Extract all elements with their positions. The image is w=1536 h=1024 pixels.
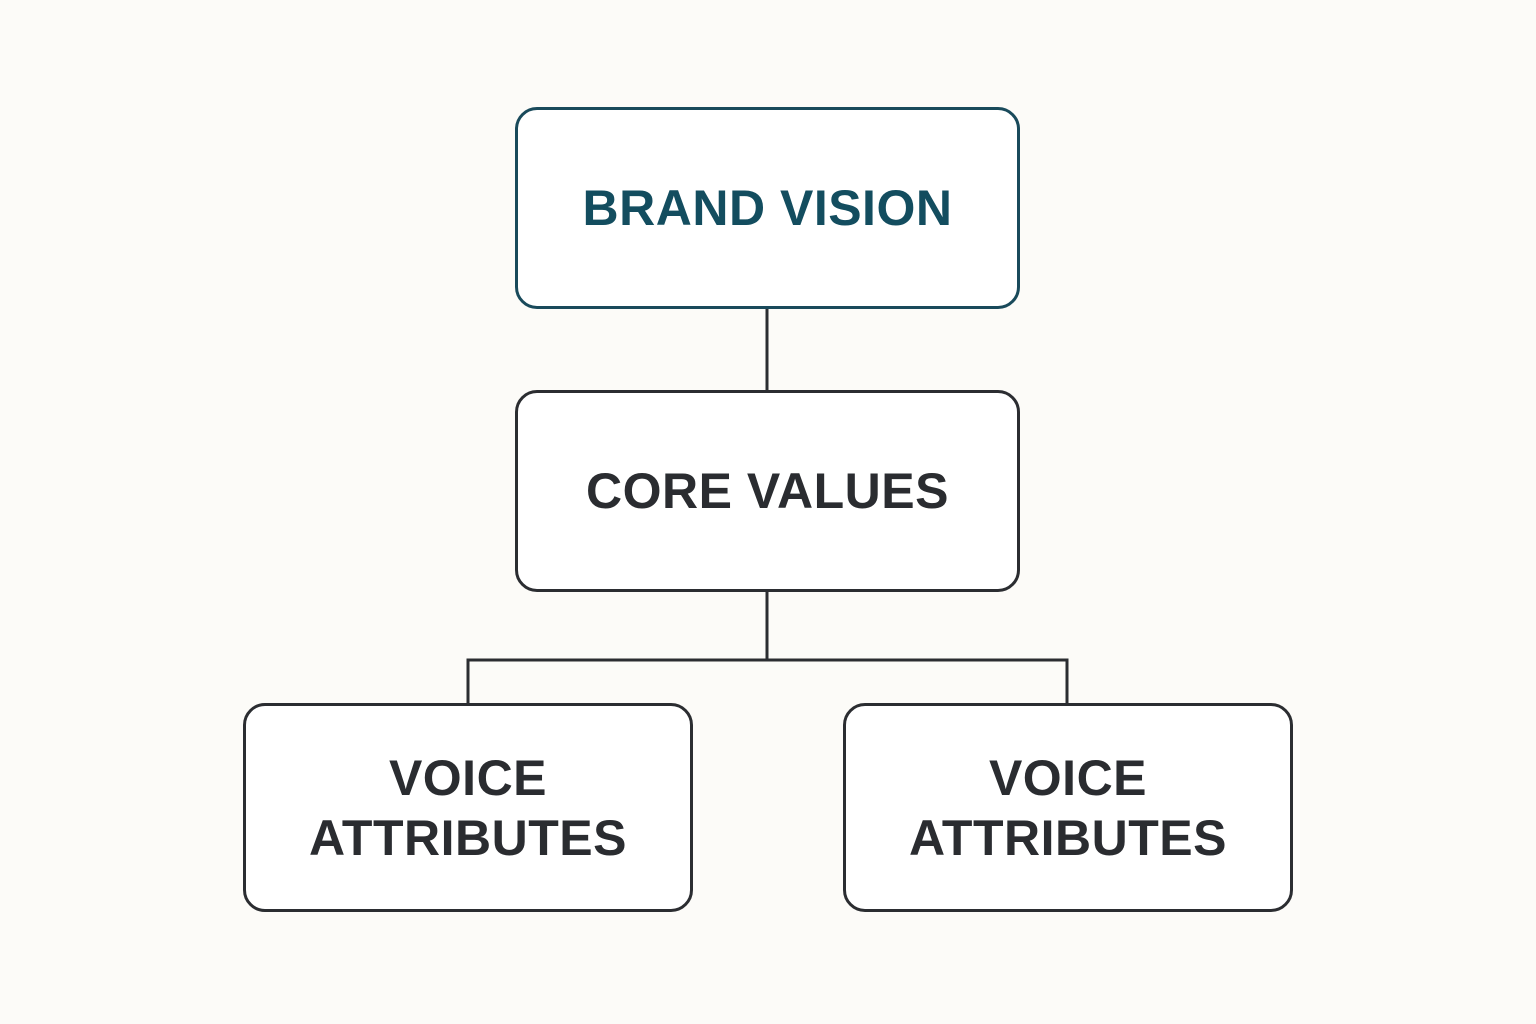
voice-attributes-box-right: VOICE ATTRIBUTES (843, 703, 1293, 912)
core-values-box: CORE VALUES (515, 390, 1020, 592)
voice-attributes-label-right: VOICE ATTRIBUTES (909, 749, 1227, 866)
voice-attributes-box-left: VOICE ATTRIBUTES (243, 703, 693, 912)
core-values-label: CORE VALUES (586, 463, 949, 519)
brand-vision-box: BRAND VISION (515, 107, 1020, 309)
voice-attributes-label-left: VOICE ATTRIBUTES (309, 749, 627, 866)
brand-vision-label: BRAND VISION (582, 180, 953, 236)
